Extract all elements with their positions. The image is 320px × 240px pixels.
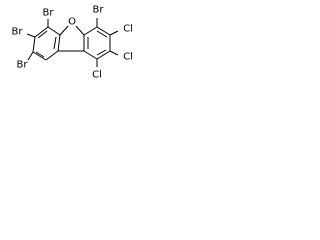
bromine-label-top-left: Br [43,8,55,19]
furan-ring-bonds [58,25,85,52]
bond [96,26,111,36]
right-benzene-ring [83,26,111,60]
bond [26,33,36,38]
bond [59,25,69,36]
bond [45,50,59,61]
bond [32,36,36,53]
double-bond-line [53,36,57,50]
chlorine-label-bottom: Cl [92,70,102,81]
left-benzene-ring [32,26,61,61]
structure-canvas: O Br Br Br Br Cl Cl Cl [0,0,154,100]
bond [75,25,85,36]
chlorine-label-lower-right: Cl [123,52,133,63]
oxygen-label: O [68,17,76,28]
bond [27,51,34,61]
bond [34,26,49,38]
bond [96,50,111,60]
double-bond-line [37,30,48,39]
bond [109,50,119,56]
double-bond-line [96,30,108,38]
bond [83,50,98,60]
bromine-label-bottom-left: Br [17,60,29,71]
bond [109,30,119,36]
bromine-label-top-right: Br [93,5,105,16]
substituent-bonds [26,18,119,67]
chlorine-label-upper-right: Cl [123,24,133,35]
bond [83,26,98,36]
double-bond-line [96,49,107,56]
molecule-diagram: O Br Br Br Br Cl Cl Cl [12,5,133,81]
bond [32,51,47,61]
bond [47,26,61,36]
double-bond-line [35,51,45,58]
bromine-label-mid-left: Br [12,27,24,38]
bond [57,34,61,52]
